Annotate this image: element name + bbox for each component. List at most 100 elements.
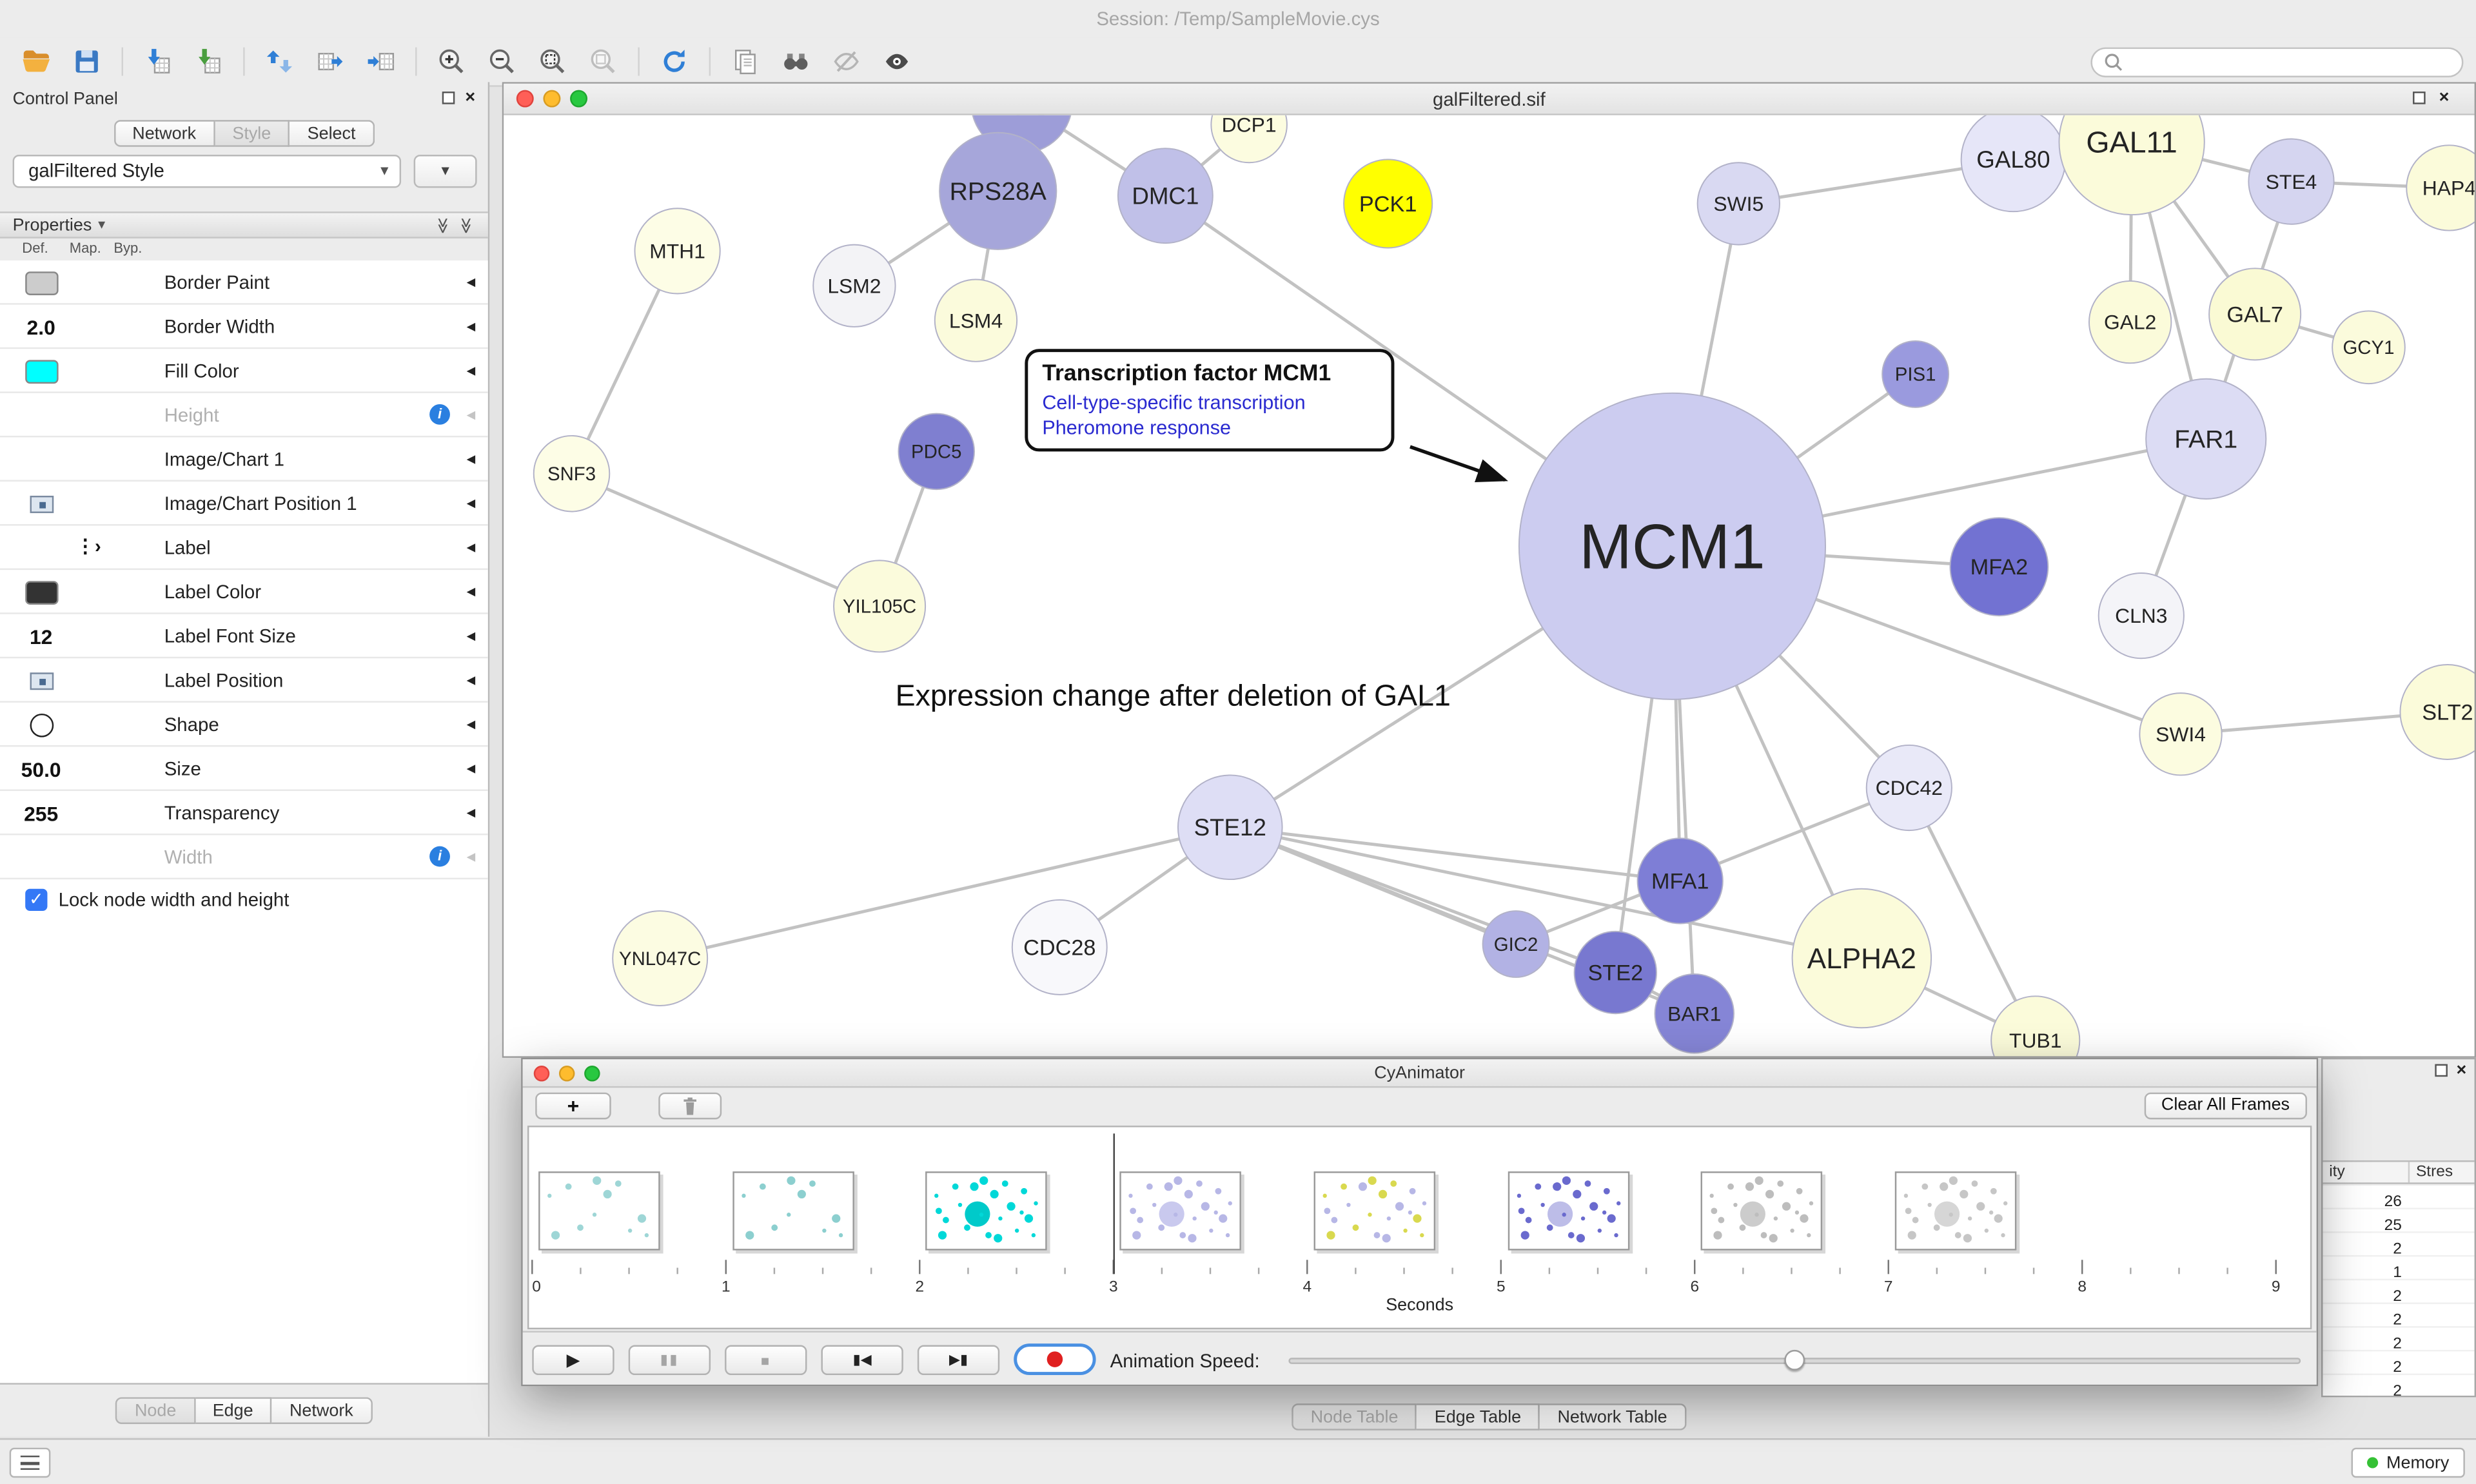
frame-thumbnail-1[interactable] <box>732 1171 854 1251</box>
prop-row-label-color[interactable]: Label Color◂ <box>0 570 488 614</box>
tab-select[interactable]: Select <box>290 120 375 147</box>
properties-header[interactable]: Properties ▾ ≫ ≪ <box>0 211 488 239</box>
edge-ste12-alpha2[interactable] <box>1230 825 1862 960</box>
first-neighbors-icon[interactable] <box>772 41 820 83</box>
delete-frame-button[interactable] <box>658 1092 722 1120</box>
float-panel-icon[interactable] <box>441 92 455 104</box>
expand-row-icon[interactable]: ◂ <box>466 273 476 293</box>
node-dmc1[interactable] <box>1117 148 1213 244</box>
table-row[interactable]: 1 <box>2323 1256 2475 1282</box>
node-lsm2[interactable] <box>812 244 896 327</box>
session-titlebar[interactable]: Session: /Temp/SampleMovie.cys <box>0 0 2476 38</box>
node-mcm1[interactable] <box>1518 392 1827 700</box>
mapping-icon[interactable]: ⋮› <box>75 535 101 558</box>
copy-icon[interactable] <box>722 41 769 83</box>
annotation-link-1[interactable]: Cell-type-specific transcription <box>1042 391 1306 414</box>
frame-thumbnail-6[interactable] <box>1701 1171 1823 1251</box>
prop-row-image-chart-position-1[interactable]: Image/Chart Position 1◂ <box>0 482 488 526</box>
refresh-icon[interactable] <box>651 41 698 83</box>
table-row[interactable]: 26 <box>2323 1186 2475 1211</box>
node-yil105c[interactable] <box>833 560 927 653</box>
node-ste4[interactable] <box>2248 138 2335 225</box>
zoom-fit-icon[interactable] <box>529 41 576 83</box>
node-snf3[interactable] <box>533 434 611 513</box>
node-gal7[interactable] <box>2208 268 2302 361</box>
table-tab-node-table[interactable]: Node Table <box>1292 1403 1417 1430</box>
frame-thumbnail-4[interactable] <box>1313 1171 1435 1251</box>
expand-row-icon[interactable]: ◂ <box>466 627 476 646</box>
default-color-swatch[interactable] <box>24 359 58 383</box>
close-window-icon[interactable] <box>516 90 534 108</box>
table-column-header[interactable]: Stres <box>2415 1163 2453 1181</box>
cyanimator-titlebar[interactable]: CyAnimator <box>522 1059 2317 1088</box>
save-session-icon[interactable] <box>63 41 110 83</box>
network-window-titlebar[interactable]: galFiltered.sif × <box>504 83 2475 115</box>
node-bar1[interactable] <box>1654 973 1734 1054</box>
edge-ynl047c-ste12[interactable] <box>660 825 1231 960</box>
float-window-icon[interactable] <box>2412 92 2425 104</box>
table-row[interactable]: 2 <box>2323 1375 2474 1396</box>
attr-tab-node[interactable]: Node <box>115 1397 195 1424</box>
node-gic2[interactable] <box>1482 910 1550 978</box>
memory-button[interactable]: Memory <box>2352 1447 2465 1478</box>
close-view-icon[interactable]: × <box>2439 88 2450 108</box>
node-swi5[interactable] <box>1696 162 1780 246</box>
expand-row-icon[interactable]: ◂ <box>466 538 476 558</box>
network-transfer-icon[interactable] <box>256 41 303 83</box>
node-pck1[interactable] <box>1343 159 1433 249</box>
network-canvas[interactable]: RPS28BDCP1DMC1RPS28APCK1SWI5GAL80GAL11ST… <box>504 115 2475 1057</box>
expand-row-icon[interactable]: ◂ <box>466 582 476 602</box>
float-table-icon[interactable] <box>2434 1064 2447 1077</box>
node-gal11[interactable] <box>2058 115 2205 216</box>
import-network-icon[interactable] <box>134 41 181 83</box>
table-tab-network-table[interactable]: Network Table <box>1540 1403 1687 1430</box>
node-dcp1[interactable] <box>1210 115 1288 164</box>
minimize-window-icon[interactable] <box>543 90 561 108</box>
node-hap4[interactable] <box>2406 144 2475 231</box>
prop-row-border-paint[interactable]: Border Paint◂ <box>0 260 488 305</box>
table-tab-edge-table[interactable]: Edge Table <box>1417 1403 1540 1430</box>
play-button[interactable]: ▶ <box>532 1345 614 1376</box>
maximize-window-icon[interactable] <box>570 90 588 108</box>
node-gcy1[interactable] <box>2332 310 2406 385</box>
search-input[interactable] <box>2130 52 2451 72</box>
expand-row-icon[interactable]: ◂ <box>466 494 476 513</box>
node-slt2[interactable] <box>2399 664 2475 760</box>
node-mth1[interactable] <box>634 208 721 295</box>
show-panel-button[interactable] <box>9 1447 51 1478</box>
node-cln3[interactable] <box>2098 572 2185 659</box>
node-ste2[interactable] <box>1573 930 1657 1015</box>
close-window-icon[interactable] <box>533 1066 550 1082</box>
expand-row-icon[interactable]: ◂ <box>466 405 476 425</box>
default-color-swatch[interactable] <box>24 580 58 604</box>
zoom-out-icon[interactable] <box>478 41 526 83</box>
style-options-button[interactable]: ▾ <box>413 155 477 188</box>
expand-all-icon[interactable]: ≪ <box>457 217 475 233</box>
export-network-icon[interactable] <box>357 41 404 83</box>
node-pdc5[interactable] <box>898 413 976 491</box>
ellipse-shape-icon[interactable] <box>29 712 54 737</box>
frame-thumbnail-2[interactable] <box>926 1171 1048 1251</box>
import-table-icon[interactable] <box>185 41 232 83</box>
node-mfa2[interactable] <box>1949 517 2049 617</box>
close-panel-icon[interactable]: × <box>465 88 476 108</box>
frame-thumbnail-0[interactable] <box>538 1171 660 1251</box>
tab-style[interactable]: Style <box>215 120 290 147</box>
expand-row-icon[interactable]: ◂ <box>466 449 476 469</box>
search-box[interactable] <box>2090 46 2464 77</box>
animation-speed-slider[interactable] <box>1288 1348 2301 1372</box>
attr-tab-network[interactable]: Network <box>272 1397 373 1424</box>
node-far1[interactable] <box>2145 378 2267 500</box>
expand-row-icon[interactable]: ◂ <box>466 803 476 823</box>
add-frame-button[interactable]: + <box>535 1092 611 1120</box>
node-rps28a[interactable] <box>939 132 1057 250</box>
show-all-icon[interactable] <box>873 41 920 83</box>
annotation-box[interactable]: Transcription factor MCM1 Cell-type-spec… <box>1025 349 1395 452</box>
prop-row-label[interactable]: ⋮›Label◂ <box>0 526 488 571</box>
